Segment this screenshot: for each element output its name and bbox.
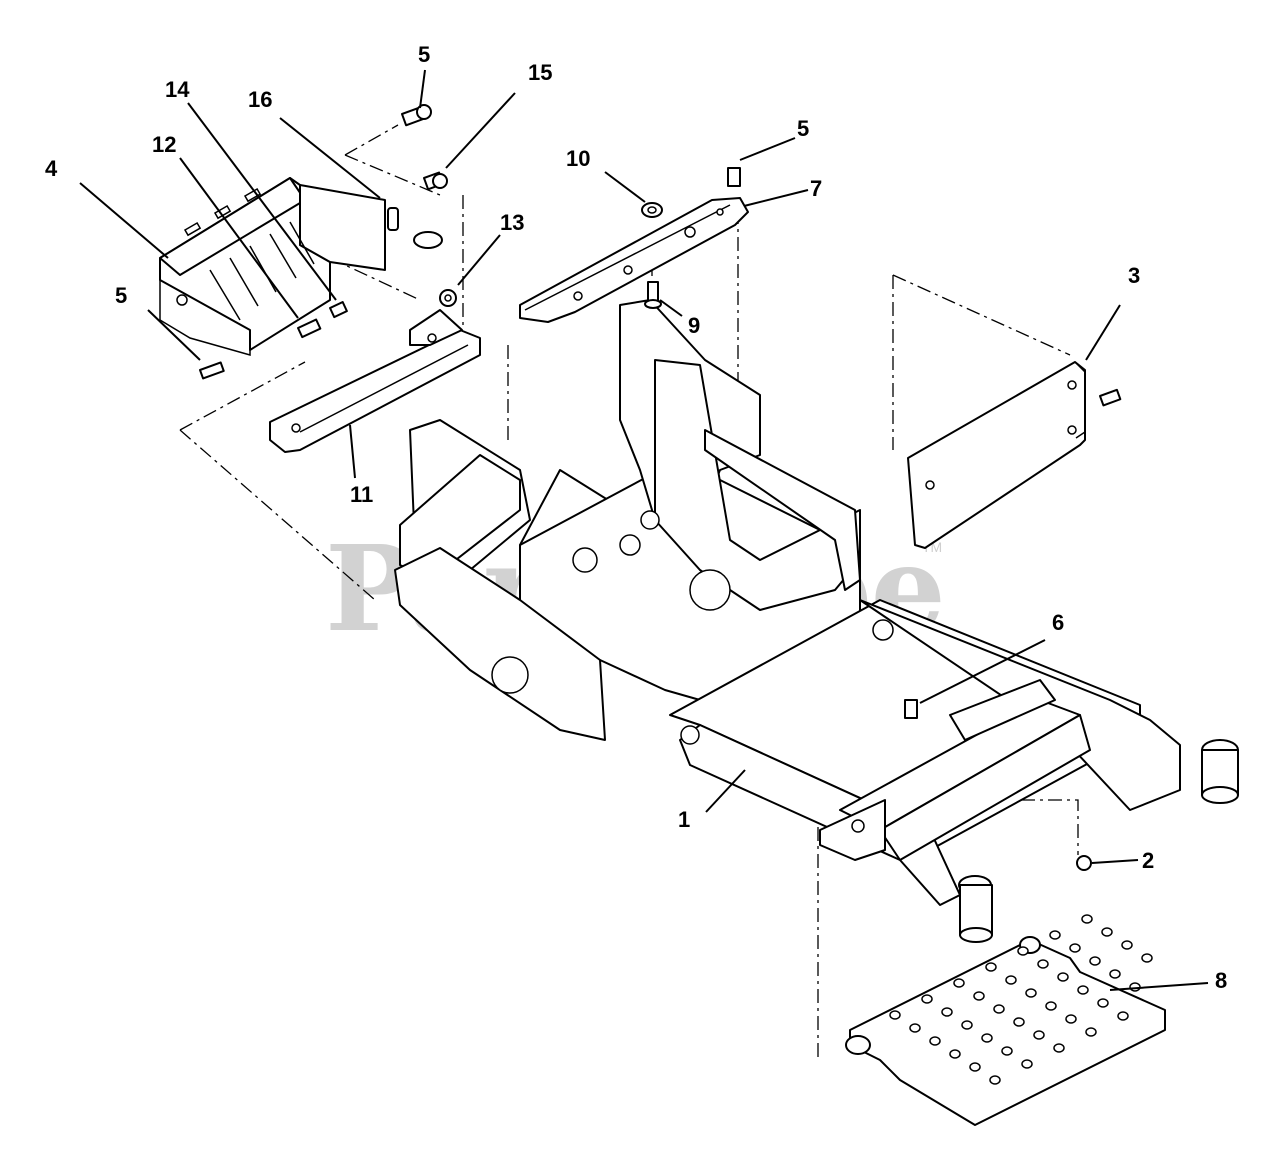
callout-12: 12 [152, 132, 176, 157]
callout-11: 11 [350, 482, 373, 507]
leader-lines [79, 69, 1209, 991]
foot-plate-hole [1109, 969, 1121, 979]
foot-plate-hole [989, 1075, 1001, 1085]
callout-3: 3 [1128, 263, 1140, 288]
callout-14: 14 [165, 77, 190, 102]
foot-plate-hole [1089, 956, 1101, 966]
foot-plate [845, 914, 1166, 1126]
foot-plate-hole [889, 1010, 901, 1020]
foot-plate-hole [993, 1004, 1005, 1014]
foot-plate-hole [953, 978, 965, 988]
callout-6: 6 [1052, 610, 1064, 635]
callout-13: 13 [500, 210, 524, 235]
foot-plate-hole [1069, 943, 1081, 953]
foot-plate-hole [1121, 940, 1133, 950]
foot-plate-hole [1117, 1011, 1129, 1021]
top-plate-bracket [519, 197, 749, 323]
foot-plate-hole [969, 1062, 981, 1072]
callout-5-left: 5 [115, 283, 127, 308]
callout-1: 1 [678, 807, 690, 832]
foot-plate-hole [1081, 914, 1093, 924]
seat-support-bracket [159, 177, 386, 356]
foot-plate-hole [985, 962, 997, 972]
foot-plate-hole [1001, 1046, 1013, 1056]
foot-plate-hole [1033, 1030, 1045, 1040]
callout-16: 16 [248, 87, 272, 112]
hardware [198, 104, 1092, 871]
foot-plate-hole [1013, 1017, 1025, 1027]
callout-8: 8 [1215, 968, 1227, 993]
foot-plate-hole [973, 991, 985, 1001]
foot-plate-hole [1037, 959, 1049, 969]
callout-5: 5 [418, 42, 430, 67]
foot-plate-hole [981, 1033, 993, 1043]
foot-plate-hole [1101, 927, 1113, 937]
foot-plate-hole [1057, 972, 1069, 982]
callouts: 5 15 14 16 12 4 13 5 11 10 5 7 9 3 6 1 2… [45, 42, 1227, 993]
foot-plate-hole [1005, 975, 1017, 985]
foot-plate-hole [1049, 930, 1061, 940]
foot-plate-hole [961, 1020, 973, 1030]
foot-plate-hole [1021, 1059, 1033, 1069]
foot-plate-hole [1025, 988, 1037, 998]
foot-plate-hole [1045, 1001, 1057, 1011]
foot-plate-hole [941, 1007, 953, 1017]
foot-plate-hole [1065, 1014, 1077, 1024]
foot-plate-hole [921, 994, 933, 1004]
foot-plate-hole [909, 1023, 921, 1033]
callout-9: 9 [688, 313, 700, 338]
foot-plate-hole [1053, 1043, 1065, 1053]
callout-15: 15 [528, 60, 552, 85]
foot-plate-hole [1085, 1027, 1097, 1037]
angle-bracket [269, 309, 481, 453]
foot-plate-hole [1017, 946, 1029, 956]
foot-plate-hole [929, 1036, 941, 1046]
callout-10: 10 [566, 146, 590, 171]
main-frame [394, 299, 1239, 943]
callout-5-right: 5 [797, 116, 809, 141]
callout-7: 7 [810, 176, 822, 201]
foot-plate-hole [949, 1049, 961, 1059]
side-panel [907, 361, 1122, 549]
foot-plate-hole [1077, 985, 1089, 995]
callout-4: 4 [45, 156, 58, 181]
foot-plate-hole [1097, 998, 1109, 1008]
callout-2: 2 [1142, 848, 1154, 873]
foot-plate-hole [1141, 953, 1153, 963]
